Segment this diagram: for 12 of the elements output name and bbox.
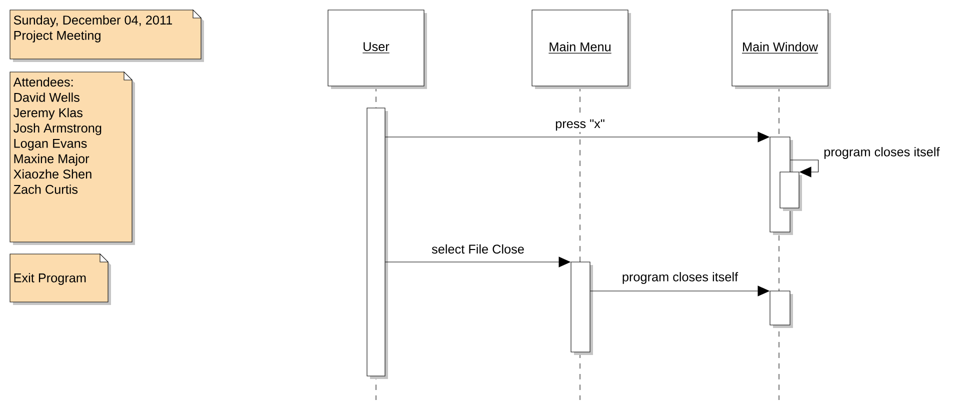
activation-bar [570, 262, 593, 355]
lifeline-header: Main Window [732, 10, 831, 89]
lifeline-header: Main Menu [532, 10, 631, 89]
edge-label: select File Close [430, 243, 526, 255]
edge-label: press "x" [554, 118, 606, 132]
activation-bar [780, 172, 802, 211]
message-arrow [790, 160, 819, 178]
activation-bar [366, 108, 388, 379]
activation-bar [770, 290, 793, 328]
lifeline-header: User [328, 10, 427, 89]
edge-label: program closes itself [822, 146, 942, 160]
edge-label: program closes itself [620, 270, 740, 286]
